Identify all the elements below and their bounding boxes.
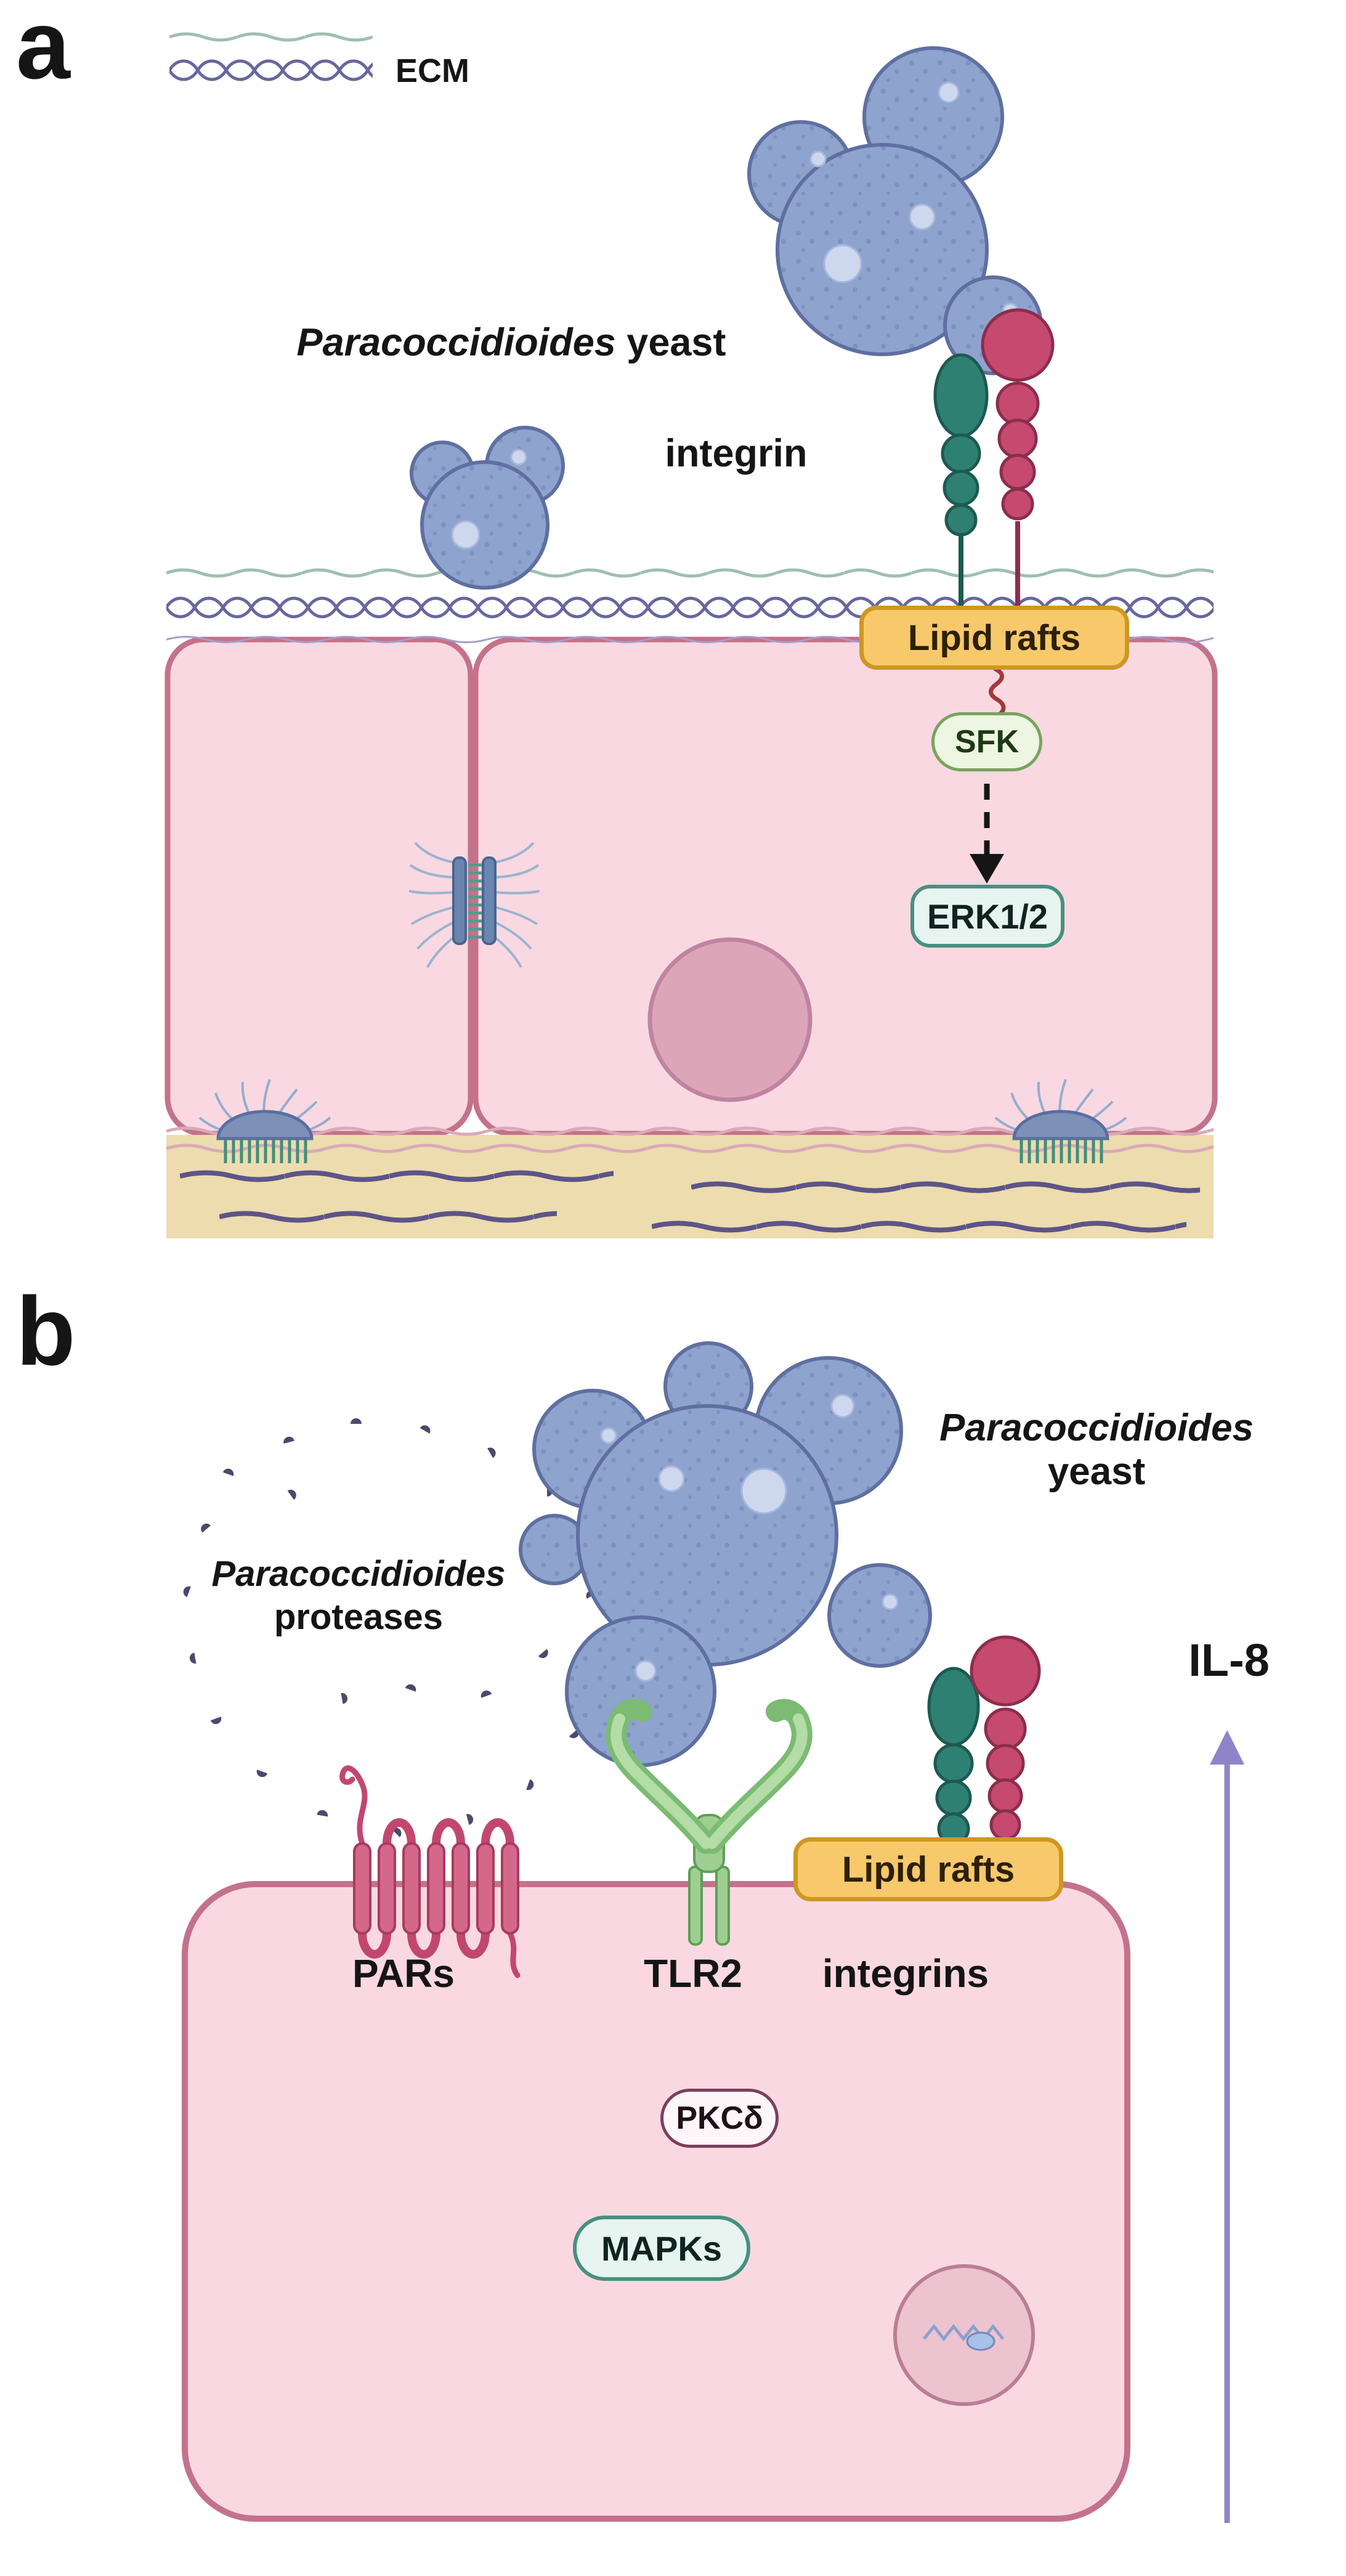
erk-badge: ERK1/2 — [910, 885, 1064, 948]
apical-membrane-green — [166, 566, 1214, 580]
il8-label: IL-8 — [1188, 1635, 1270, 1686]
pkc-badge: PKCδ — [660, 2089, 779, 2148]
ecm-legend-line — [169, 30, 373, 44]
proteases-label-rest: proteases — [274, 1596, 444, 1637]
dna-icon — [923, 2323, 1004, 2351]
signal-arrow — [970, 784, 1004, 884]
sfk-badge: SFK — [931, 712, 1042, 771]
panel-a-label: a — [16, 0, 70, 99]
tlr2-receptor — [606, 1699, 813, 1946]
yeast-label-b-rest: yeast — [1047, 1450, 1146, 1493]
lipid-rafts-badge-b: Lipid rafts — [793, 1837, 1063, 1901]
lipid-rafts-badge-a: Lipid rafts — [859, 606, 1129, 670]
mapks-badge: MAPKs — [573, 2216, 750, 2281]
panel-b-label: b — [16, 1277, 76, 1386]
yeast-label-b: Paracoccidioides yeast — [906, 1406, 1287, 1494]
integrins-label: integrins — [822, 1951, 989, 1996]
integrin-beta-chain — [981, 308, 1055, 617]
cell-junction — [408, 842, 540, 968]
par-receptor — [339, 1765, 521, 1978]
proteases-label-species: Paracoccidioides — [211, 1554, 506, 1594]
epithelial-cell-b — [182, 1881, 1130, 2522]
yeast-cluster-b — [519, 1341, 932, 1767]
integrin-alpha-chain — [933, 353, 989, 617]
integrin-alpha-chain-b — [927, 1667, 980, 1867]
nucleus — [647, 937, 813, 1102]
yeast-label-b-species: Paracoccidioides — [939, 1407, 1254, 1449]
sfk-link-squiggle — [989, 667, 1006, 718]
yeast-label-a-rest: yeast — [615, 321, 726, 364]
epithelial-cell-right — [472, 636, 1218, 1137]
epithelial-cell-left — [164, 636, 474, 1137]
ecm-legend-braid — [169, 55, 373, 85]
integrin-label: integrin — [665, 432, 808, 475]
il8-arrow — [1210, 1730, 1244, 2523]
pars-label: PARs — [352, 1951, 455, 1996]
integrin-beta-chain-b — [970, 1635, 1041, 1867]
tlr2-label: TLR2 — [644, 1951, 742, 1996]
yeast-label-a: Paracoccidioides yeast — [222, 320, 801, 365]
nucleus-b — [893, 2264, 1035, 2406]
yeast-label-a-species: Paracoccidioides — [296, 321, 616, 364]
ecm-legend-label: ECM — [395, 52, 469, 89]
proteases-label: Paracoccidioides proteases — [168, 1553, 549, 1638]
yeast-cluster-a-left — [410, 426, 565, 590]
basement-membrane — [166, 1124, 1214, 1238]
